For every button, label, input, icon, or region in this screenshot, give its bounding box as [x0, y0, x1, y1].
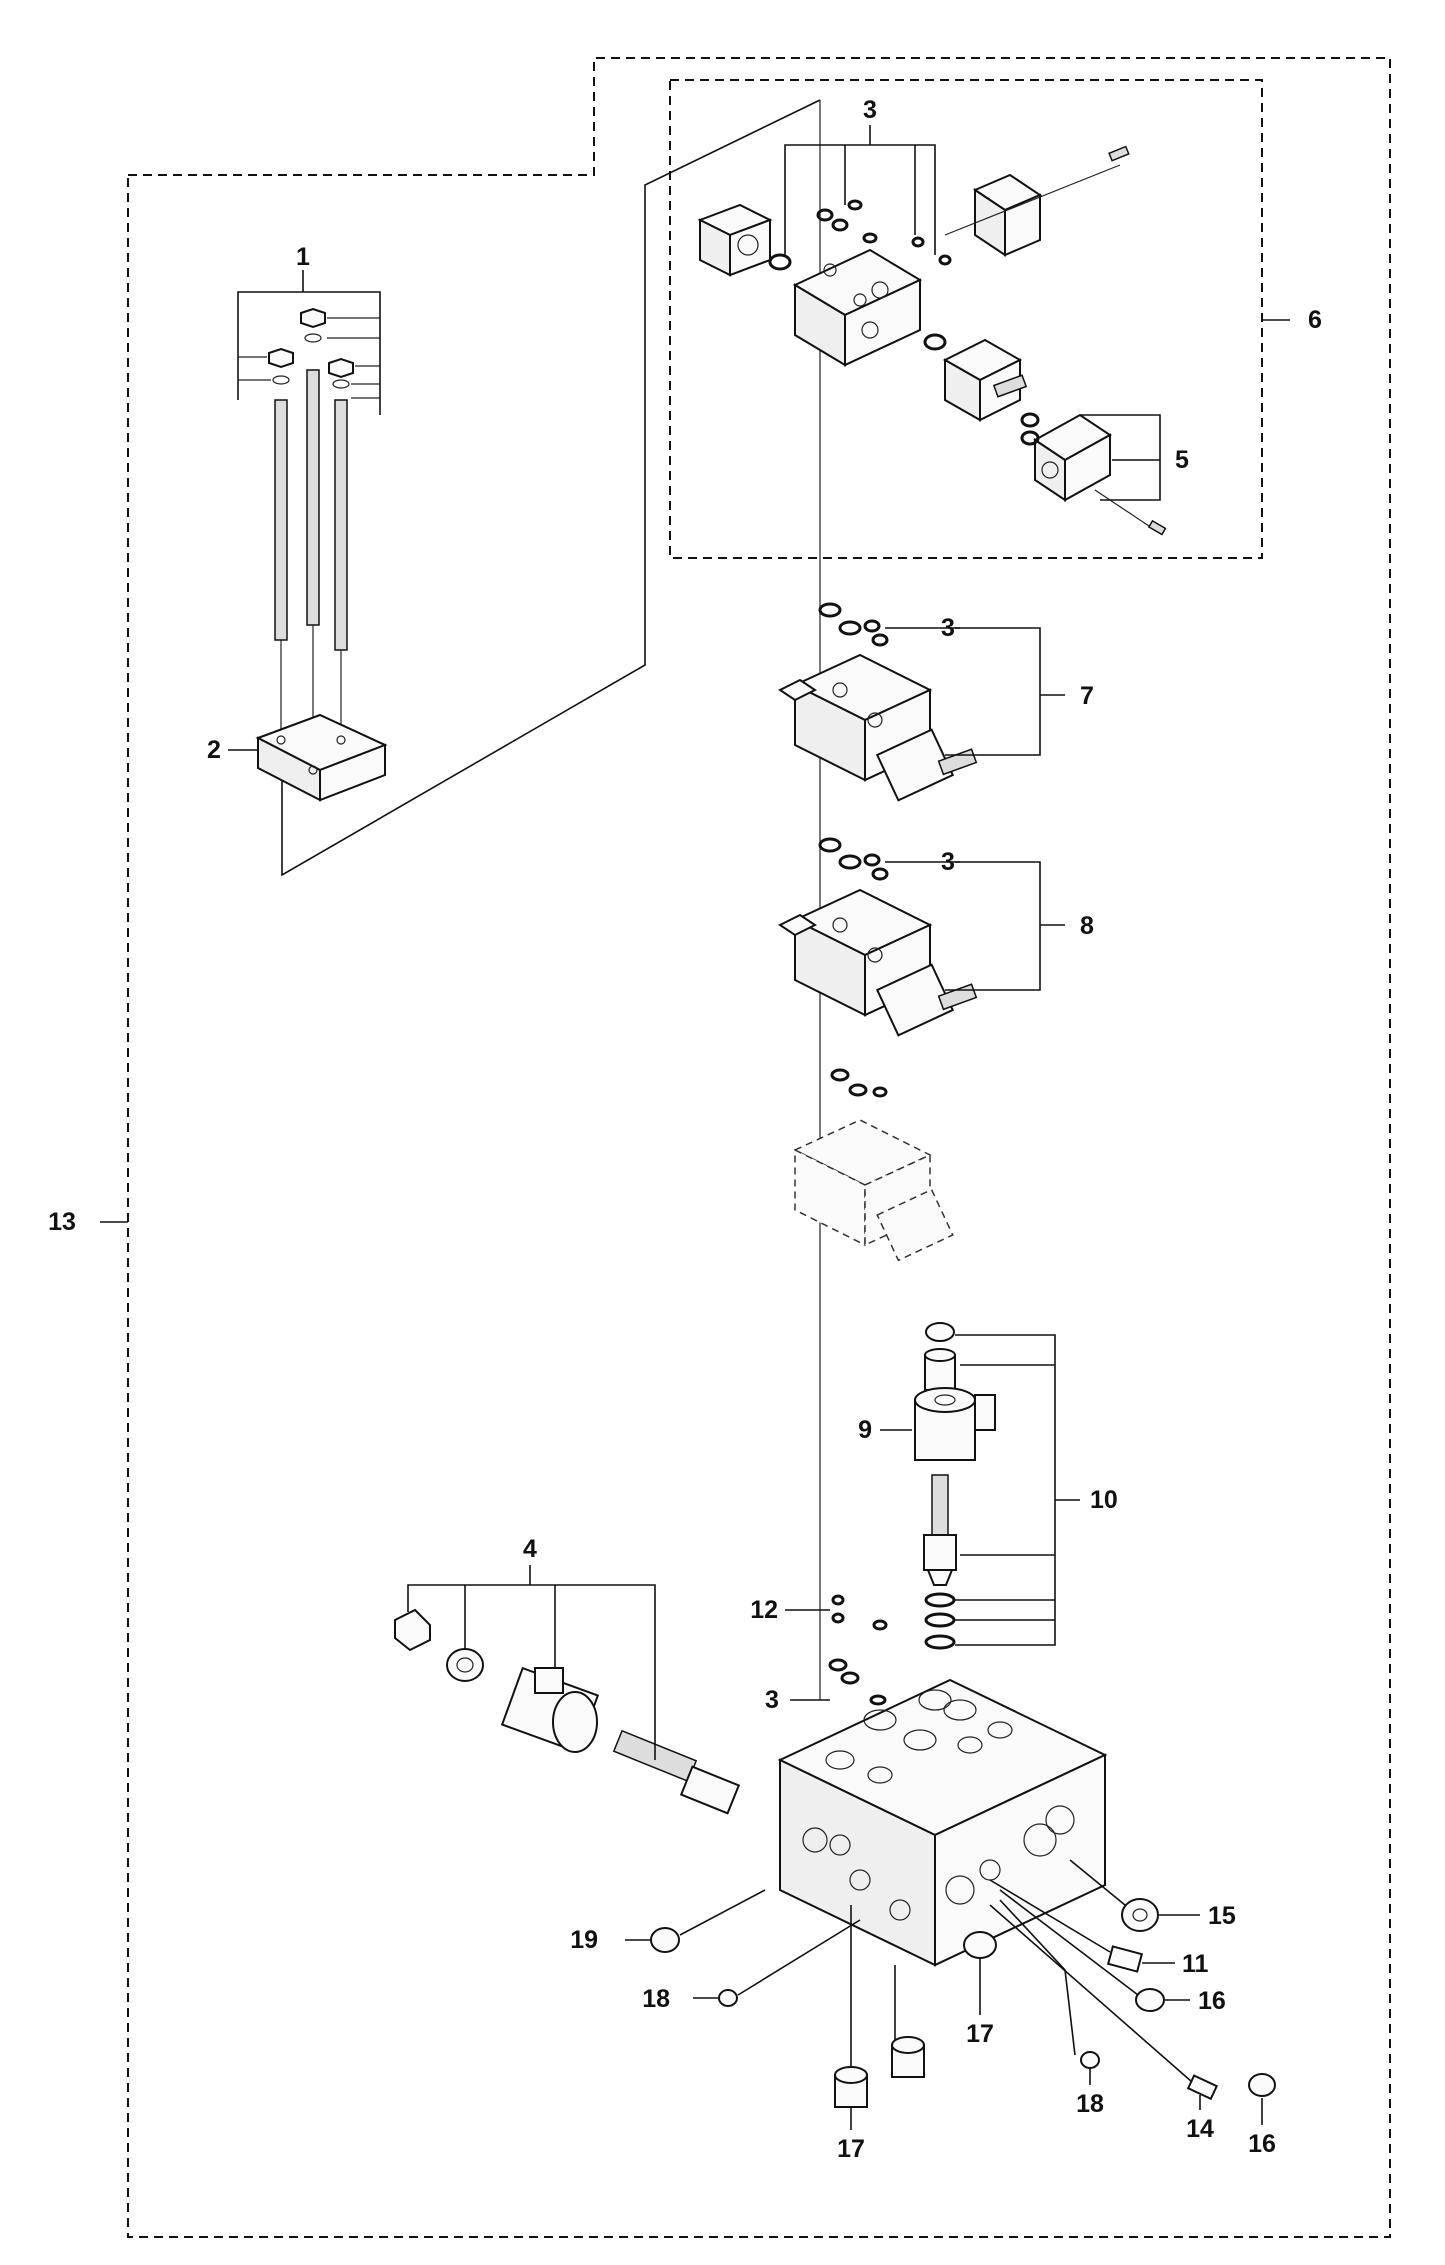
solenoid-valve-4 [394, 1608, 741, 1815]
callout-9: 9 [858, 1416, 872, 1444]
callout-16-lower: 16 [1248, 2130, 1276, 2158]
callout-6: 6 [1308, 306, 1322, 334]
plug-17b [891, 2036, 925, 2078]
assembly-6-outline [669, 79, 1263, 559]
tie-rod-group-boundary [281, 99, 821, 877]
callout-3-manifold: 3 [765, 1686, 779, 1714]
seal-rings-12-3 [828, 1594, 888, 1706]
callout-5: 5 [1175, 446, 1189, 474]
callout-10: 10 [1090, 1486, 1118, 1514]
callout-7: 7 [1080, 682, 1094, 710]
actuator-cap [942, 338, 1028, 422]
tie-rods [268, 307, 354, 770]
callout-3-section-8: 3 [941, 848, 955, 876]
end-plate [255, 713, 388, 802]
callout-15: 15 [1208, 1902, 1236, 1930]
callout-1: 1 [296, 243, 310, 271]
inlet-section [792, 248, 923, 367]
callout-16-upper: 16 [1198, 1987, 1226, 2015]
plug-18b [1080, 2051, 1100, 2069]
plug-19 [650, 1927, 680, 1953]
plug-16a [1135, 1988, 1165, 2012]
cartridge-valve-10 [924, 1322, 956, 1391]
plug-18a [718, 1989, 738, 2007]
callout-3-top: 3 [863, 96, 877, 124]
callout-8: 8 [1080, 912, 1094, 940]
callout-14: 14 [1186, 2115, 1214, 2143]
solenoid-cap-left [697, 203, 773, 277]
seal-rings-10 [924, 1592, 956, 1650]
valve-stem-10 [923, 1474, 957, 1586]
plug-16b [1248, 2073, 1276, 2097]
seal-rings-8 [818, 837, 889, 881]
callout-17-right: 17 [966, 2020, 994, 2048]
callout-19: 19 [570, 1926, 598, 1954]
coil-9 [914, 1387, 996, 1461]
main-manifold [777, 1678, 1108, 1967]
end-cap-right [944, 145, 1130, 257]
seal-rings-7 [818, 602, 889, 647]
optional-section-ghost [793, 1068, 954, 1262]
fitting-14 [1186, 2074, 1219, 2101]
callout-2: 2 [207, 736, 221, 764]
solenoid-cap-5 [1033, 413, 1167, 536]
plug-17a [963, 1931, 997, 1959]
fitting-11 [1106, 1945, 1144, 1973]
callout-12: 12 [750, 1596, 778, 1624]
assembly-13-outline [127, 57, 1391, 2238]
plug-17c [834, 2066, 868, 2108]
callout-18-left: 18 [642, 1985, 670, 2013]
valve-section-8 [778, 888, 978, 1037]
callout-13: 13 [48, 1208, 76, 1236]
valve-section-7 [778, 653, 978, 802]
callout-11: 11 [1182, 1950, 1209, 1978]
callout-1-leader [237, 291, 381, 415]
plug-15 [1121, 1898, 1159, 1932]
callout-17-bottom: 17 [837, 2135, 865, 2163]
seal-rings-top [768, 199, 1040, 446]
callout-3-section-7: 3 [941, 614, 955, 642]
callout-4: 4 [523, 1535, 537, 1563]
callout-18-right: 18 [1076, 2090, 1104, 2118]
